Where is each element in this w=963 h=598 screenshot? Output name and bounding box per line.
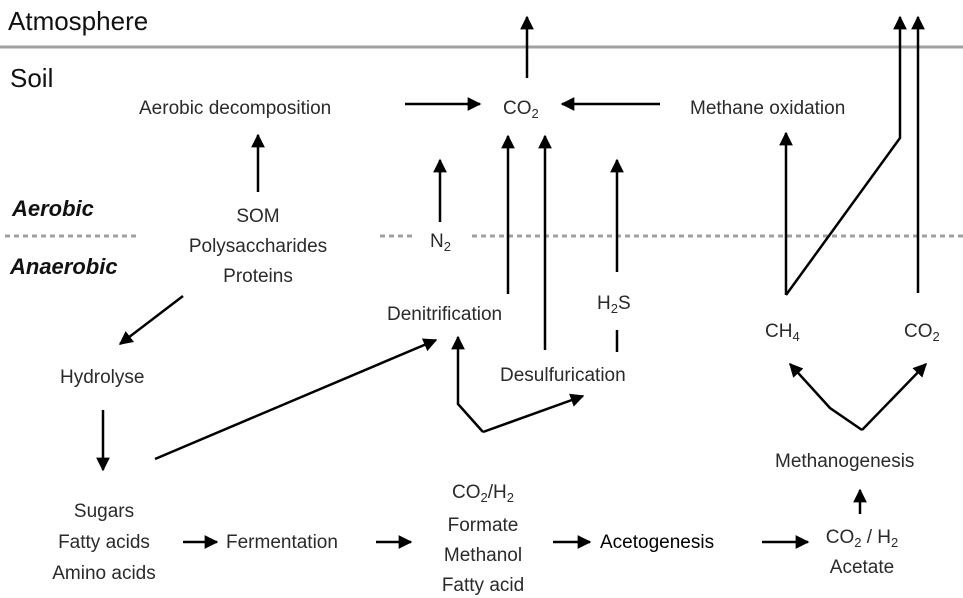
node-polysaccharides: Polysaccharides <box>188 236 328 257</box>
arrow-methanogenesis-to-co2 <box>861 363 927 431</box>
node-methane-oxidation: Methane oxidation <box>690 98 846 119</box>
node-acetate: Acetate <box>829 557 895 578</box>
node-co2-right: CO2 <box>904 321 940 344</box>
node-fatty-acids: Fatty acids <box>58 532 150 553</box>
arrow-products-to-denitrification <box>451 335 484 433</box>
node-aerobic-decomposition: Aerobic decomposition <box>139 98 332 119</box>
node-amino-acids: Amino acids <box>52 563 156 584</box>
arrow-products-to-desulfurication <box>482 393 585 434</box>
node-formate: Formate <box>447 515 519 536</box>
node-som: SOM <box>236 206 280 227</box>
zone-soil: Soil <box>10 63 54 93</box>
node-methanogenesis: Methanogenesis <box>775 451 915 472</box>
node-co2-top: CO2 <box>503 98 539 121</box>
node-fermentation: Fermentation <box>226 532 338 553</box>
node-hydrolyse: Hydrolyse <box>60 367 145 388</box>
node-ch4: CH4 <box>765 321 800 344</box>
node-proteins: Proteins <box>223 266 293 287</box>
node-methanol: Methanol <box>443 545 523 566</box>
zone-aerobic: Aerobic <box>12 196 94 221</box>
arrow-ch4-to-atmosphere <box>784 15 907 296</box>
arrow-som-to-hydrolyse <box>118 295 184 345</box>
node-fatty-acid: Fatty acid <box>441 575 525 596</box>
node-desulfurication: Desulfurication <box>500 365 626 386</box>
arrow-methanogenesis-to-ch4 <box>789 362 863 432</box>
node-denitrification: Denitrification <box>387 304 503 325</box>
arrow-sugars-to-denitrification <box>154 338 438 461</box>
node-sugars: Sugars <box>73 501 135 522</box>
node-co2-h2: CO2/H2 <box>452 482 514 505</box>
node-h2s: H2S <box>597 293 631 316</box>
zone-atmosphere: Atmosphere <box>8 6 149 36</box>
node-n2: N2 <box>430 231 451 254</box>
node-acetogenesis: Acetogenesis <box>600 532 715 553</box>
zone-anaerobic: Anaerobic <box>10 254 118 279</box>
node-co2-h2-right: CO2 / H2 <box>825 527 899 550</box>
